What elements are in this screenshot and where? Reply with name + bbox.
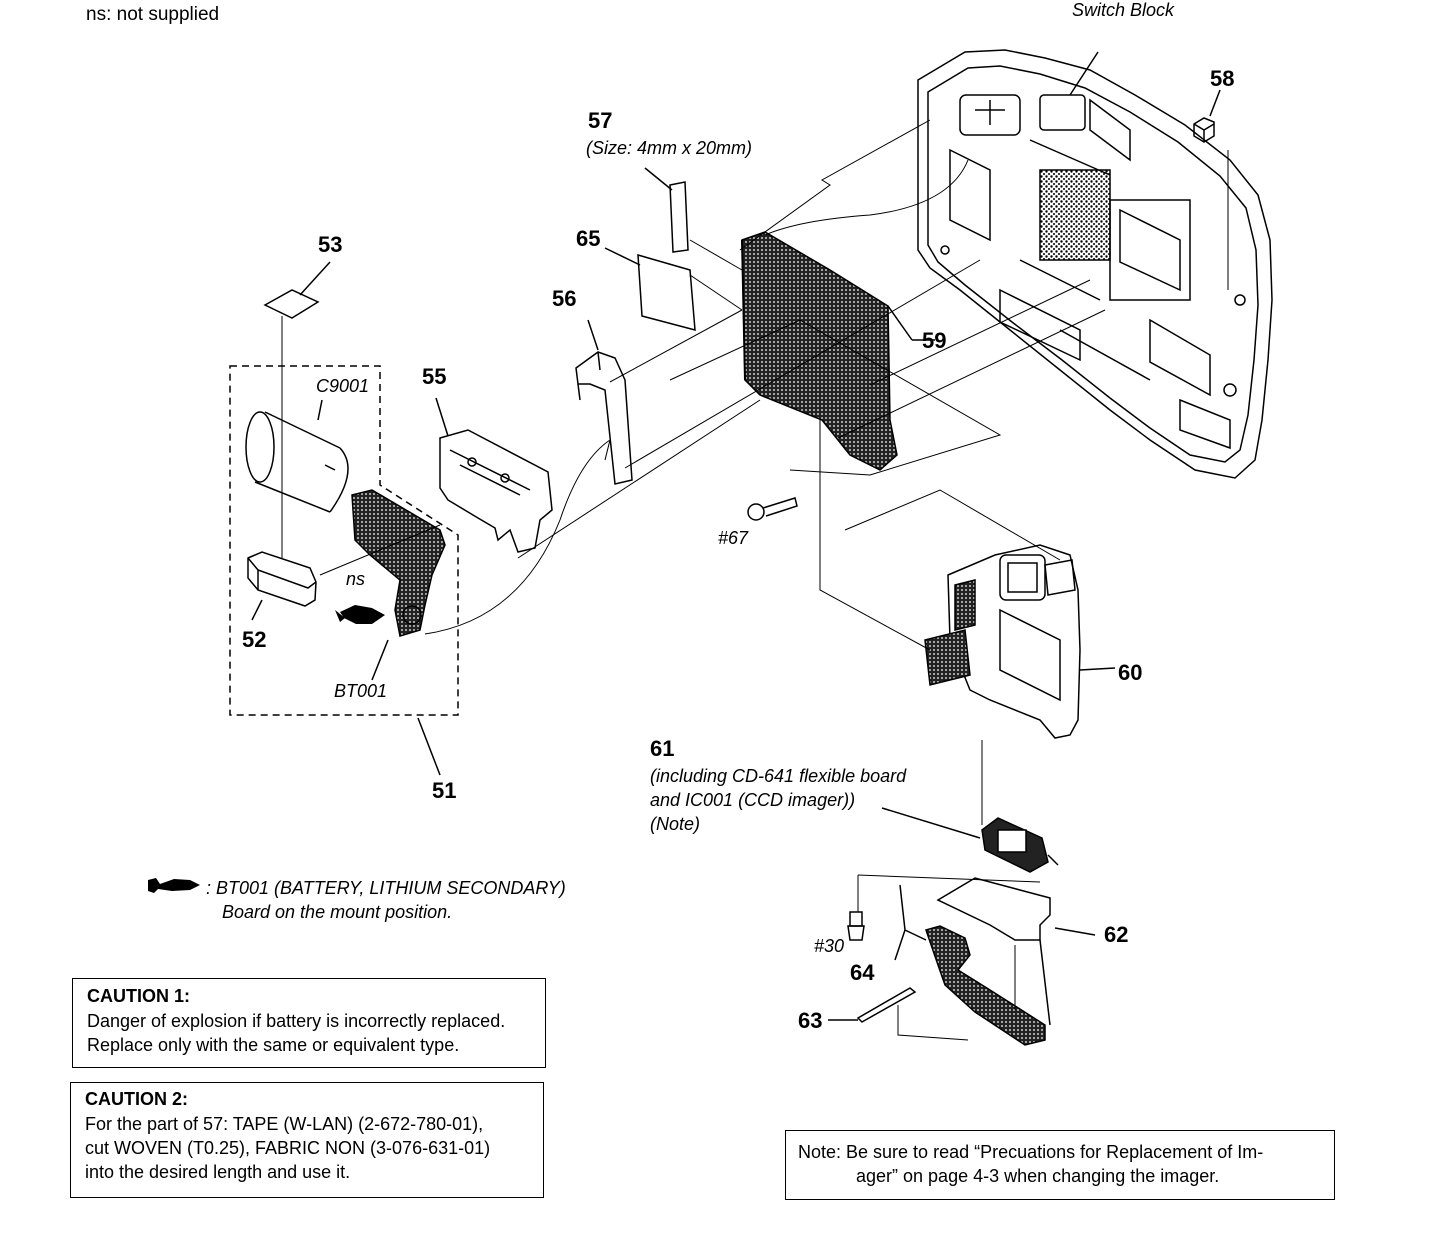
capacitor-c9001-graphic [245,399,349,513]
part-64-graphic [894,884,1046,1046]
part-63-graphic [828,987,917,1023]
part-61-desc-line3: (Note) [650,814,701,834]
part-62-label: 62 [1104,922,1129,947]
rear-cabinet-assembly [917,49,1273,479]
part-63-label: 63 [798,1008,823,1033]
c9001-label: C9001 [316,376,370,396]
caution-1-line1: Danger of explosion if battery is incorr… [87,1011,506,1031]
part-55-label: 55 [422,364,447,389]
caution-2-line3: into the desired length and use it. [85,1162,351,1182]
part-61-desc-line1: (including CD-641 flexible board [650,766,907,786]
part-62-graphic [936,877,1096,1026]
caution-1-title: CAUTION 1: [87,986,190,1006]
caution-2-title: CAUTION 2: [85,1089,188,1109]
part-52-graphic [247,551,317,621]
caution-2-line2: cut WOVEN (T0.25), FABRIC NON (3-076-631… [85,1138,491,1158]
part-56-label: 56 [552,286,577,311]
part-60-label: 60 [1118,660,1143,685]
note-box: Note: Be sure to read “Precuations for R… [785,1130,1335,1200]
battery-marker-icon [148,878,200,893]
part-65-label: 65 [576,226,601,251]
assembly-guide-lines [281,119,1106,1041]
screw-67-graphic [747,497,798,521]
bt001-label: BT001 [334,681,388,701]
ns-board-label: ns [346,569,366,589]
caution-1-box: CAUTION 1: Danger of explosion if batter… [72,978,546,1068]
screw-67-label: #67 [718,528,749,548]
part-52-label: 52 [242,627,267,652]
part-57-label: 57 [588,108,613,133]
legend-line1: : BT001 (BATTERY, LITHIUM SECONDARY) [206,878,566,898]
battery-marker-icon-graphic [335,605,385,624]
part-57-size: (Size: 4mm x 20mm) [586,138,753,158]
circuit-board-ns-graphic [351,489,446,637]
part-59-graphic [741,231,935,471]
part-58-graphic [1193,89,1229,290]
assembly-51-dashed-outline [229,365,459,716]
switch-block-leader [1069,51,1099,96]
part-51-label: 51 [432,778,457,803]
ns-not-supplied-note: ns: not supplied [86,4,220,25]
part-57-graphic [644,167,689,253]
part-59-label: 59 [922,328,947,353]
screw-30-graphic [847,911,865,941]
legend-line2: Board on the mount position. [222,902,453,922]
part-61-desc-line2: and IC001 (CCD imager)) [650,790,856,810]
part-55-graphic [435,397,553,553]
part-53-graphic [263,261,331,319]
note-line2: ager” on page 4-3 when changing the imag… [856,1166,1220,1186]
part-64-label: 64 [850,960,875,985]
part-61-label: 61 [650,736,675,761]
part-56-graphic [575,319,633,485]
screw-30-label: #30 [814,936,845,956]
switch-block-label: Switch Block [1072,0,1175,20]
part-58-label: 58 [1210,66,1235,91]
part-65-graphic [604,247,696,331]
part-60-graphic [924,544,1116,739]
note-line1: Note: Be sure to read “Precuations for R… [798,1142,1264,1162]
caution-2-box: CAUTION 2: For the part of 57: TAPE (W-L… [70,1082,544,1198]
caution-1-line2: Replace only with the same or equivalent… [87,1035,460,1055]
caution-2-line1: For the part of 57: TAPE (W-LAN) (2-672-… [85,1114,484,1134]
part-61-graphic [881,807,1059,873]
part-53-label: 53 [318,232,343,257]
